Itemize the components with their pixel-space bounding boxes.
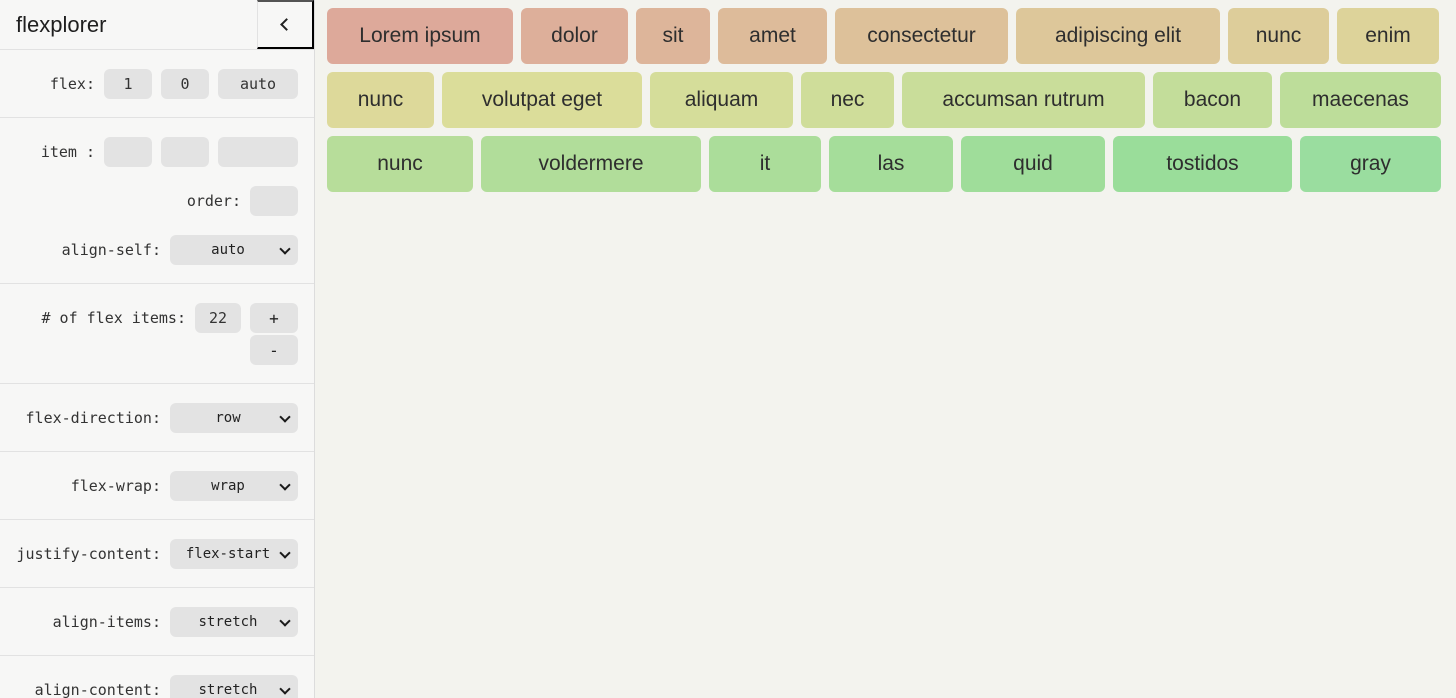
- align-self-select[interactable]: auto: [170, 235, 298, 265]
- flex-item[interactable]: Lorem ipsum: [327, 8, 513, 64]
- remove-item-button[interactable]: -: [250, 335, 298, 365]
- flex-item[interactable]: consectetur: [835, 8, 1008, 64]
- justify-content-value: flex-start: [185, 546, 271, 562]
- chevron-down-icon: [279, 243, 291, 255]
- flex-direction-value: row: [215, 410, 241, 426]
- flex-grow-input[interactable]: [104, 69, 152, 99]
- item-label: item :: [40, 143, 95, 161]
- chevron-left-icon: [280, 18, 293, 31]
- flex-item[interactable]: enim: [1337, 8, 1439, 64]
- count-input[interactable]: [195, 303, 241, 333]
- flex-item[interactable]: adipiscing elit: [1016, 8, 1220, 64]
- sidebar: flexplorer flex: item : order: align-sel…: [0, 0, 315, 698]
- align-items-value: stretch: [198, 614, 258, 630]
- app-title: flexplorer: [16, 11, 107, 37]
- justify-content-select[interactable]: flex-start: [170, 539, 298, 569]
- align-items-select[interactable]: stretch: [170, 607, 298, 637]
- flex-item[interactable]: dolor: [521, 8, 628, 64]
- item-flex-basis-input[interactable]: [218, 137, 298, 167]
- count-label: # of flex items:: [41, 309, 187, 327]
- item-section: item : order: align-self: auto: [0, 118, 314, 284]
- flex-item[interactable]: accumsan rutrum: [902, 72, 1145, 128]
- flex-item[interactable]: aliquam: [650, 72, 793, 128]
- collapse-sidebar-button[interactable]: [257, 0, 314, 49]
- flex-item[interactable]: quid: [961, 136, 1105, 192]
- flex-basis-input[interactable]: [218, 69, 298, 99]
- align-items-label: align-items:: [52, 613, 161, 631]
- flex-direction-label: flex-direction:: [25, 409, 161, 427]
- flex-wrap-select[interactable]: wrap: [170, 471, 298, 501]
- flex-shrink-input[interactable]: [161, 69, 209, 99]
- flex-item[interactable]: nec: [801, 72, 894, 128]
- align-content-value: stretch: [198, 682, 258, 698]
- flex-wrap-value: wrap: [211, 478, 245, 494]
- flex-section: flex:: [0, 50, 314, 118]
- chevron-down-icon: [279, 479, 291, 491]
- order-input[interactable]: [250, 186, 298, 216]
- flex-item[interactable]: tostidos: [1113, 136, 1292, 192]
- count-section: # of flex items: + -: [0, 284, 314, 384]
- flex-item[interactable]: las: [829, 136, 953, 192]
- flex-wrap-label: flex-wrap:: [70, 477, 161, 495]
- chevron-down-icon: [279, 683, 291, 695]
- align-items-section: align-items: stretch: [0, 588, 314, 656]
- flex-item[interactable]: sit: [636, 8, 710, 64]
- align-content-section: align-content: stretch: [0, 656, 314, 698]
- flex-item[interactable]: nunc: [327, 72, 434, 128]
- flex-item[interactable]: it: [709, 136, 821, 192]
- item-flex-shrink-input[interactable]: [161, 137, 209, 167]
- flex-item[interactable]: nunc: [327, 136, 473, 192]
- flex-direction-select[interactable]: row: [170, 403, 298, 433]
- align-content-select[interactable]: stretch: [170, 675, 298, 698]
- flex-item[interactable]: volutpat eget: [442, 72, 642, 128]
- item-flex-grow-input[interactable]: [104, 137, 152, 167]
- flex-label: flex:: [49, 75, 95, 93]
- align-self-value: auto: [211, 242, 245, 258]
- add-item-button[interactable]: +: [250, 303, 298, 333]
- justify-content-section: justify-content: flex-start: [0, 520, 314, 588]
- chevron-down-icon: [279, 615, 291, 627]
- flex-direction-section: flex-direction: row: [0, 384, 314, 452]
- align-self-label: align-self:: [61, 241, 161, 259]
- flex-item[interactable]: gray: [1300, 136, 1441, 192]
- sidebar-header: flexplorer: [0, 0, 314, 50]
- flex-wrap-section: flex-wrap: wrap: [0, 452, 314, 520]
- flex-item[interactable]: bacon: [1153, 72, 1272, 128]
- flex-item[interactable]: amet: [718, 8, 827, 64]
- flex-item[interactable]: voldermere: [481, 136, 701, 192]
- align-content-label: align-content:: [34, 681, 161, 698]
- chevron-down-icon: [279, 411, 291, 423]
- flex-item[interactable]: nunc: [1228, 8, 1329, 64]
- order-label: order:: [186, 192, 241, 210]
- justify-content-label: justify-content:: [16, 545, 162, 563]
- flex-item[interactable]: maecenas: [1280, 72, 1441, 128]
- count-buttons: + -: [250, 303, 298, 365]
